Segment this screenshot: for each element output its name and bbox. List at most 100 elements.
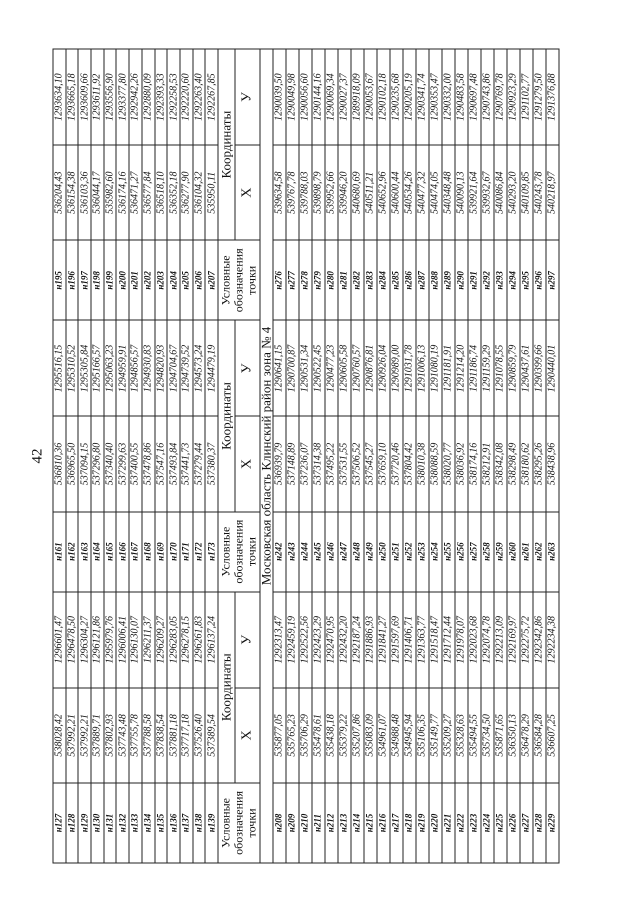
x-coordinate: 537659,10: [376, 416, 390, 512]
x-coordinate: 537881,18: [167, 687, 180, 783]
x-coordinate: 540293,20: [506, 145, 520, 241]
designation-header: Условные обозначения точки: [217, 511, 260, 592]
x-coordinate: 539788,03: [298, 145, 312, 241]
x-coordinate: 540348,48: [441, 145, 455, 241]
y-coordinate: 1292522,56: [298, 591, 312, 688]
y-coordinate: 1294479,19: [205, 320, 218, 417]
point-name: н163: [78, 511, 92, 592]
point-name: н256: [454, 511, 468, 592]
x-coordinate: 537389,54: [205, 687, 218, 783]
x-coordinate: 537526,40: [192, 687, 206, 783]
point-name: н165: [103, 511, 117, 592]
point-name: н200: [116, 240, 130, 321]
y-coordinate: 1295310,52: [65, 320, 79, 417]
point-name: н287: [415, 240, 429, 321]
page-number: 42: [29, 448, 46, 464]
point-name: н261: [519, 511, 533, 592]
x-coordinate: 537279,44: [192, 416, 206, 512]
point-name: н168: [141, 511, 155, 592]
point-name: н209: [285, 782, 299, 863]
point-name: н132: [116, 782, 130, 863]
x-coordinate: 537340,40: [103, 416, 117, 512]
point-name: н244: [298, 511, 312, 592]
x-coordinate: 539932,67: [480, 145, 494, 241]
y-coordinate: 1292393,33: [154, 49, 168, 146]
x-coordinate: 539767,78: [285, 145, 299, 241]
y-coordinate: 1292942,26: [129, 49, 142, 146]
y-coordinate: 1290483,58: [454, 49, 468, 146]
point-name: н128: [65, 782, 79, 863]
point-name: н197: [78, 240, 92, 321]
point-name: н167: [129, 511, 142, 592]
y-coordinate: 1290053,67: [363, 49, 377, 146]
y-coordinate: 1290440,01: [545, 320, 559, 417]
x-coordinate: 537992,21: [78, 687, 92, 783]
y-coordinate: 1290700,87: [285, 320, 299, 417]
x-coordinate: 540652,96: [376, 145, 390, 241]
y-coordinate: 1293611,92: [91, 49, 104, 146]
y-coordinate: 1290531,34: [298, 320, 312, 417]
x-coordinate: 535765,23: [285, 687, 299, 783]
y-coordinate: 1296121,86: [91, 591, 104, 688]
y-coordinate: 1290923,29: [506, 49, 520, 146]
point-name: н254: [428, 511, 442, 592]
x-coordinate: 540474,05: [428, 145, 442, 241]
y-coordinate: 1291078,55: [493, 320, 507, 417]
x-coordinate: 536104,32: [192, 145, 206, 241]
x-coordinate: 538180,62: [519, 416, 533, 512]
y-coordinate: 1290437,61: [519, 320, 533, 417]
x-coordinate: 540477,32: [415, 145, 429, 241]
point-name: н202: [141, 240, 155, 321]
point-name: н129: [78, 782, 92, 863]
x-coordinate: 535149,77: [428, 687, 442, 783]
x-coordinate: 537531,55: [337, 416, 351, 512]
y-coordinate: 1290144,16: [311, 49, 325, 146]
y-coordinate: 1290332,00: [441, 49, 455, 146]
x-coordinate: 536584,28: [532, 687, 546, 783]
point-name: н242: [272, 511, 286, 592]
x-coordinate: 537299,63: [116, 416, 130, 512]
y-coordinate: 1291279,50: [532, 49, 546, 146]
y-coordinate: 1290926,04: [376, 320, 390, 417]
y-coordinate: 1292342,86: [532, 591, 546, 688]
y-coordinate: 1291597,69: [389, 591, 403, 688]
y-coordinate: 1292263,40: [192, 49, 206, 146]
y-coordinate: 1296304,27: [78, 591, 92, 688]
x-coordinate: 537495,22: [324, 416, 338, 512]
y-coordinate: 1290522,45: [311, 320, 325, 417]
y-coordinate: 1289918,09: [350, 49, 364, 146]
point-name: н247: [337, 511, 351, 592]
point-name: н201: [129, 240, 142, 321]
y-coordinate: 1296278,15: [179, 591, 193, 688]
point-name: н196: [65, 240, 79, 321]
point-name: н133: [129, 782, 142, 863]
y-coordinate: 1290743,86: [480, 49, 494, 146]
y-coordinate: 1290697,48: [467, 49, 481, 146]
y-coordinate: 1295979,76: [103, 591, 117, 688]
x-coordinate: 540109,85: [519, 145, 533, 241]
x-header: X: [234, 416, 260, 512]
x-coordinate: 537804,42: [402, 416, 416, 512]
y-coordinate: 1290353,47: [428, 49, 442, 146]
coordinates-header: Координаты: [217, 591, 235, 783]
point-name: н255: [441, 511, 455, 592]
point-name: н220: [428, 782, 442, 863]
x-coordinate: 537441,73: [179, 416, 193, 512]
y-coordinate: 1291006,13: [415, 320, 429, 417]
y-coordinate: 1293634,10: [53, 49, 66, 146]
point-name: н294: [506, 240, 520, 321]
x-coordinate: 536204,43: [53, 145, 66, 241]
x-coordinate: 539634,58: [272, 145, 286, 241]
x-coordinate: 536044,17: [91, 145, 104, 241]
point-name: н164: [91, 511, 104, 592]
point-name: н213: [337, 782, 351, 863]
